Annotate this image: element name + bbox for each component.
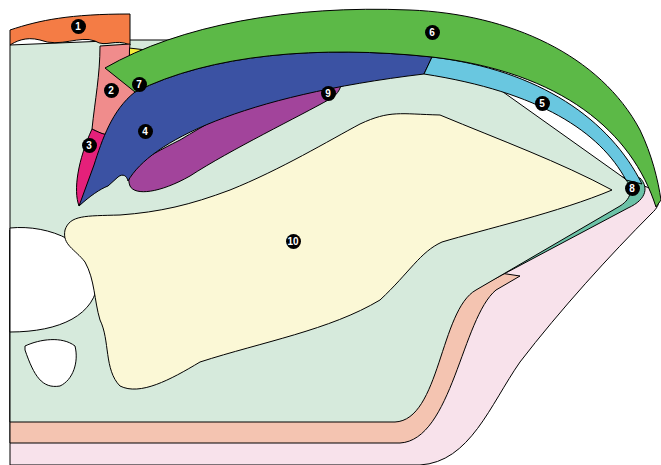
white-bone-small: [25, 340, 76, 387]
callout-number: 8: [625, 181, 640, 196]
callout-number: 3: [82, 138, 97, 153]
callout-number: 7: [132, 77, 147, 92]
callout-number: 6: [425, 25, 440, 40]
light-green-tissue: [10, 40, 630, 422]
callout-number: 1: [71, 19, 86, 34]
callout-number: 5: [535, 96, 550, 111]
orange-part-1: [10, 14, 130, 45]
callout-number: 9: [321, 86, 336, 101]
callout-number: 4: [138, 124, 153, 139]
callout-number: 10: [286, 234, 301, 249]
green-part-6: [105, 9, 661, 207]
callout-number: 2: [104, 83, 119, 98]
